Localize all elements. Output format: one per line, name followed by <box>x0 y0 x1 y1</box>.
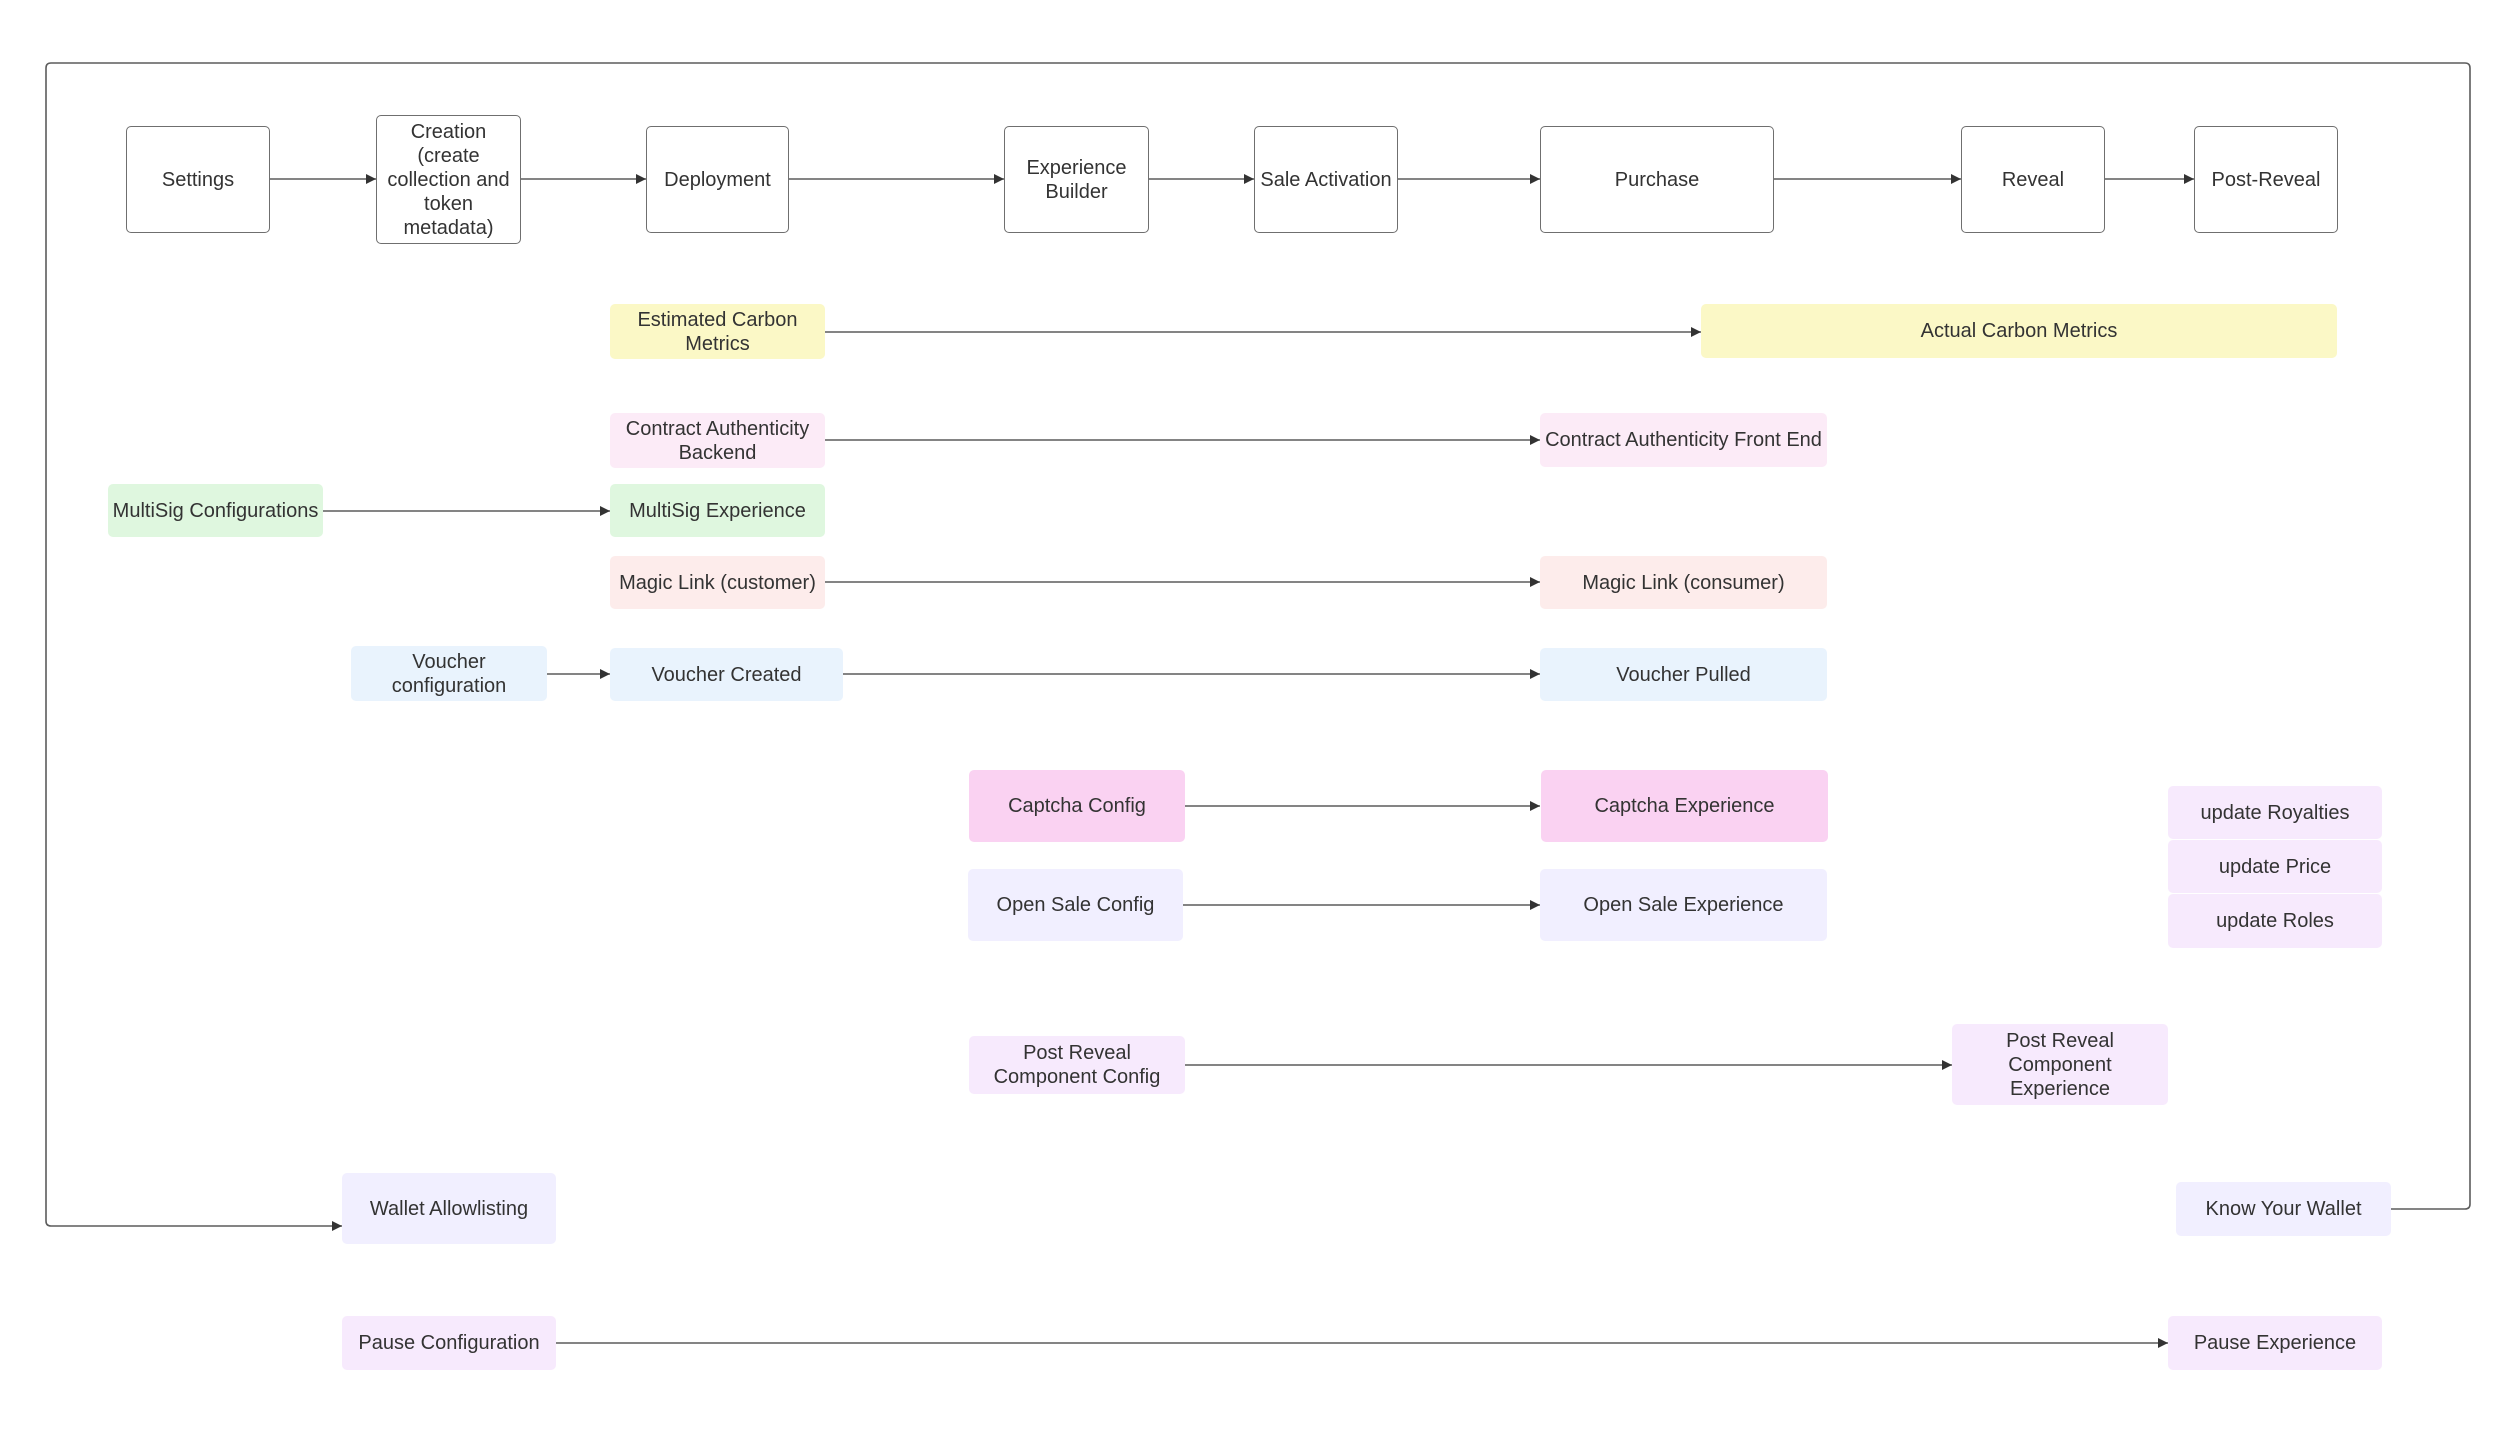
stage-post-reveal: Post-Reveal <box>2194 126 2338 233</box>
node-captcha-experience: Captcha Experience <box>1541 770 1828 842</box>
stage-reveal: Reveal <box>1961 126 2105 233</box>
node-update-price: update Price <box>2168 840 2382 893</box>
node-captcha-config: Captcha Config <box>969 770 1185 842</box>
node-voucher-pulled: Voucher Pulled <box>1540 648 1827 701</box>
node-update-royalties: update Royalties <box>2168 786 2382 839</box>
node-update-roles: update Roles <box>2168 894 2382 948</box>
node-voucher-configuration: Voucher configuration <box>351 646 547 701</box>
node-actual-carbon-metrics: Actual Carbon Metrics <box>1701 304 2337 358</box>
node-magic-link-consumer: Magic Link (consumer) <box>1540 556 1827 609</box>
node-know-your-wallet: Know Your Wallet <box>2176 1182 2391 1236</box>
node-multisig-configurations: MultiSig Configurations <box>108 484 323 537</box>
node-open-sale-config: Open Sale Config <box>968 869 1183 941</box>
node-wallet-allowlisting: Wallet Allowlisting <box>342 1173 556 1244</box>
node-estimated-carbon-metrics: Estimated Carbon Metrics <box>610 304 825 359</box>
node-voucher-created: Voucher Created <box>610 648 843 701</box>
node-post-reveal-component-config: Post Reveal Component Config <box>969 1036 1185 1094</box>
stage-deployment: Deployment <box>646 126 789 233</box>
node-contract-authenticity-backend: Contract Authenticity Backend <box>610 413 825 468</box>
node-pause-configuration: Pause Configuration <box>342 1316 556 1370</box>
stage-purchase: Purchase <box>1540 126 1774 233</box>
stage-creation: Creation (create collection and token me… <box>376 115 521 244</box>
stage-experience-builder: Experience Builder <box>1004 126 1149 233</box>
edge-loop-know-your-wallet-to-wallet-allowlisting <box>45 62 2471 1231</box>
node-multisig-experience: MultiSig Experience <box>610 484 825 537</box>
node-pause-experience: Pause Experience <box>2168 1316 2382 1370</box>
stage-sale-activation: Sale Activation <box>1254 126 1398 233</box>
node-open-sale-experience: Open Sale Experience <box>1540 869 1827 941</box>
stage-settings: Settings <box>126 126 270 233</box>
node-contract-authenticity-front-end: Contract Authenticity Front End <box>1540 413 1827 467</box>
node-post-reveal-component-experience: Post Reveal Component Experience <box>1952 1024 2168 1105</box>
node-magic-link-customer: Magic Link (customer) <box>610 556 825 609</box>
